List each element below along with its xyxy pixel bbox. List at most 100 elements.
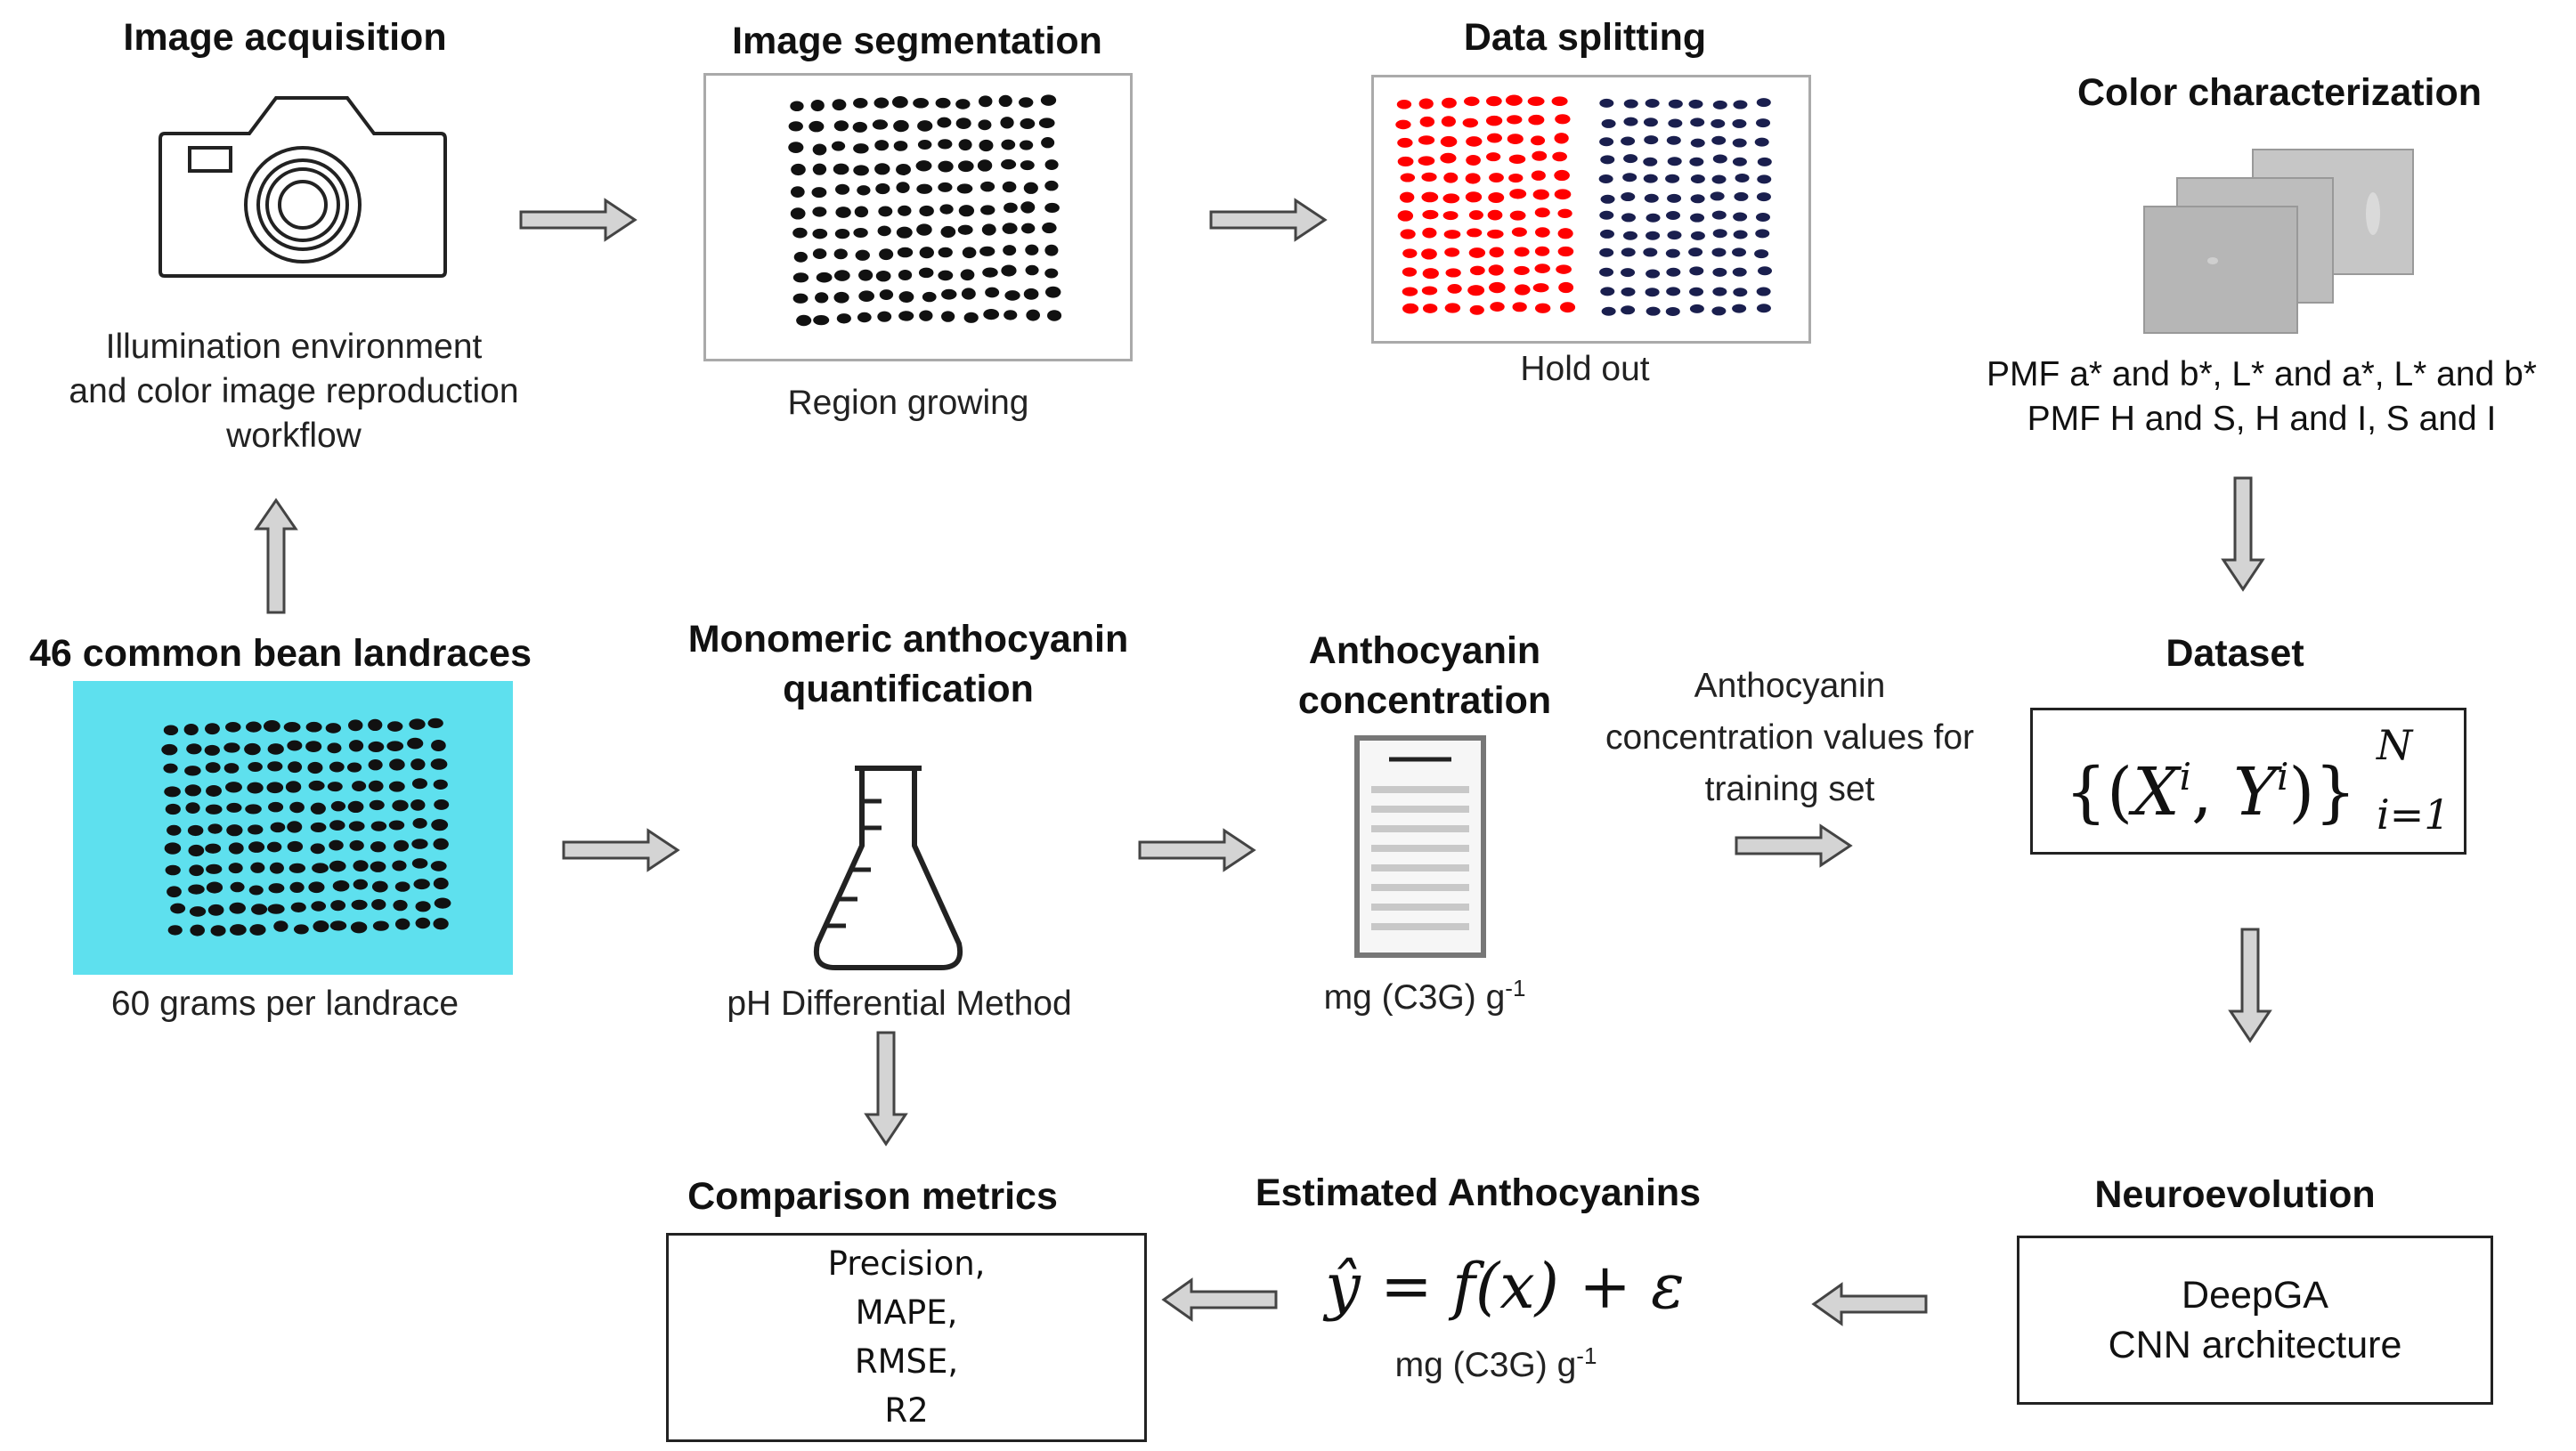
neuroevolution-title: Neuroevolution	[2094, 1173, 2376, 1216]
acquisition-caption-line: Illumination environment	[105, 328, 483, 366]
bean	[293, 924, 309, 935]
bean	[1042, 222, 1057, 234]
bean	[248, 824, 264, 835]
bean	[1507, 134, 1524, 144]
bean	[955, 118, 971, 129]
bean	[1507, 115, 1523, 125]
bean	[874, 163, 890, 175]
bean	[1534, 246, 1550, 256]
bean	[187, 824, 204, 837]
bean	[1645, 288, 1660, 297]
bean	[1447, 284, 1462, 294]
segmentation-title: Image segmentation	[732, 20, 1102, 62]
bean	[1557, 228, 1573, 239]
bean	[226, 824, 243, 837]
bean	[793, 251, 808, 263]
bean	[352, 781, 367, 792]
bean	[879, 248, 894, 261]
bean	[206, 881, 223, 894]
bean	[1487, 229, 1504, 239]
bean	[348, 821, 365, 831]
bean	[790, 207, 806, 220]
bean	[1690, 194, 1705, 204]
bean	[228, 863, 243, 874]
bean	[1396, 99, 1412, 109]
bean	[1399, 191, 1415, 203]
bean	[978, 119, 992, 131]
bean	[874, 97, 890, 109]
bean	[1689, 266, 1704, 276]
bean	[245, 804, 262, 815]
bean	[812, 143, 827, 156]
bean	[394, 839, 410, 852]
bean	[353, 860, 369, 872]
bean	[1757, 266, 1772, 276]
bean	[1665, 248, 1680, 258]
bean	[1621, 287, 1636, 296]
bean	[185, 802, 200, 814]
bean	[1732, 138, 1747, 148]
formula-upper-N: N	[2377, 721, 2413, 769]
bean	[858, 269, 874, 281]
bean	[1025, 264, 1039, 276]
bean	[858, 290, 874, 303]
bean	[853, 143, 869, 154]
bean	[189, 906, 207, 917]
bean	[1469, 265, 1485, 276]
bean	[1421, 172, 1437, 182]
bean	[394, 881, 410, 892]
bean	[1643, 247, 1658, 257]
bean	[1558, 281, 1574, 294]
bean	[1756, 304, 1771, 313]
bean-sample-image	[161, 717, 451, 936]
bean	[1397, 137, 1413, 148]
concentration-title-line: Anthocyanin	[1308, 629, 1541, 672]
bean	[941, 311, 955, 322]
bean	[329, 860, 346, 872]
bean	[434, 897, 451, 909]
bean	[1600, 194, 1615, 204]
bean	[1467, 285, 1485, 296]
bean	[210, 925, 226, 936]
bean	[1733, 288, 1748, 297]
formula-lower-index: i=1	[2377, 790, 2450, 839]
bean	[1465, 173, 1481, 184]
bean	[834, 229, 850, 239]
bean	[249, 924, 266, 936]
bean	[1621, 192, 1636, 202]
bean	[427, 717, 443, 729]
bean	[955, 99, 971, 109]
bean	[998, 94, 1012, 108]
bean	[1599, 247, 1614, 257]
bean	[1555, 114, 1571, 125]
bean	[957, 224, 973, 235]
bean	[831, 141, 846, 151]
bean	[1732, 267, 1747, 277]
arrow-dataset-to-neuroevolution	[2228, 928, 2272, 1043]
bean	[855, 249, 870, 261]
bean	[1711, 247, 1727, 257]
bean	[1665, 210, 1680, 220]
bean	[1514, 284, 1531, 296]
bean	[1666, 267, 1681, 277]
bean	[1643, 118, 1658, 127]
monomeric-title-line: Monomeric anthocyanin	[687, 618, 1129, 661]
bean	[940, 225, 956, 239]
bean	[431, 739, 446, 751]
bean	[288, 761, 303, 774]
bean	[1044, 286, 1061, 298]
bean	[433, 918, 449, 930]
bean	[958, 139, 972, 151]
bean	[170, 903, 186, 914]
bean	[791, 163, 806, 176]
bean	[368, 758, 383, 771]
bean	[273, 920, 288, 932]
bean	[1487, 209, 1503, 221]
bean	[392, 860, 407, 871]
bean	[329, 839, 344, 851]
bean	[979, 95, 993, 108]
arrow-landraces-to-monomeric	[562, 828, 680, 872]
bean	[810, 99, 825, 112]
bean	[1623, 117, 1638, 126]
bean	[431, 819, 449, 831]
